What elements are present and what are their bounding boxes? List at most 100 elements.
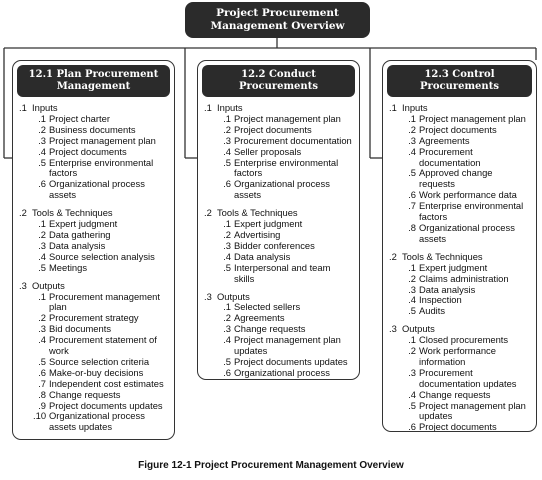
diagram-title: Project Procurement Management Overview <box>185 2 370 38</box>
item-number: .4 <box>38 250 46 262</box>
item-text: Enterprise environmental factors <box>49 156 154 179</box>
section-number: .2 <box>389 250 397 262</box>
item-number: .2 <box>408 272 416 284</box>
item-text: Procurement statement of work <box>49 334 157 357</box>
process-title: 12.1 Plan Procurement Management <box>17 65 170 97</box>
item-text: Project management plan <box>419 112 526 124</box>
item-text: Work performance data <box>419 189 517 201</box>
item-text: Interpersonal and team skills <box>234 261 331 284</box>
item-text: Expert judgment <box>234 218 303 230</box>
item-text: Data analysis <box>419 283 476 295</box>
section-title: Inputs <box>402 102 428 113</box>
item-text: Organizational process assets <box>234 178 330 201</box>
item-number: .4 <box>38 145 46 157</box>
item-number: .2 <box>38 312 46 324</box>
item-text: Organizational process assets updates <box>49 410 145 433</box>
section-title: Tools & Techniques <box>32 207 113 219</box>
item-number: .6 <box>408 189 416 201</box>
item-text: Expert judgment <box>49 218 118 230</box>
section-title: Outputs <box>32 279 65 291</box>
item-number: .4 <box>408 145 416 157</box>
section-title: Inputs <box>217 102 243 113</box>
item-text: Procurement strategy <box>49 312 139 324</box>
item-number: .5 <box>38 261 46 273</box>
item-number: .5 <box>223 156 231 168</box>
item-text: Organizational process assets <box>419 221 515 244</box>
item-text: Source selection criteria <box>49 355 150 367</box>
item-text: Project documents <box>49 145 127 157</box>
item-number: .4 <box>408 388 416 400</box>
item-number: .8 <box>408 221 416 233</box>
item-number: .5 <box>223 261 231 273</box>
process-title: 12.3 Control Procurements <box>387 65 532 97</box>
section-number: .1 <box>19 102 27 113</box>
item-text: Enterprise environmental factors <box>419 200 524 223</box>
item-number: .3 <box>408 134 416 146</box>
item-number: .4 <box>38 334 46 346</box>
item-number: .2 <box>223 228 231 240</box>
item-text: Project charter <box>49 112 110 124</box>
item-number: .6 <box>38 366 46 378</box>
section-title: Outputs <box>217 290 250 302</box>
item-text: Audits <box>419 305 446 317</box>
item-text: Project documents updates <box>419 421 497 432</box>
item-text: Data gathering <box>49 228 111 240</box>
item-text: Make-or-buy decisions <box>49 366 144 378</box>
